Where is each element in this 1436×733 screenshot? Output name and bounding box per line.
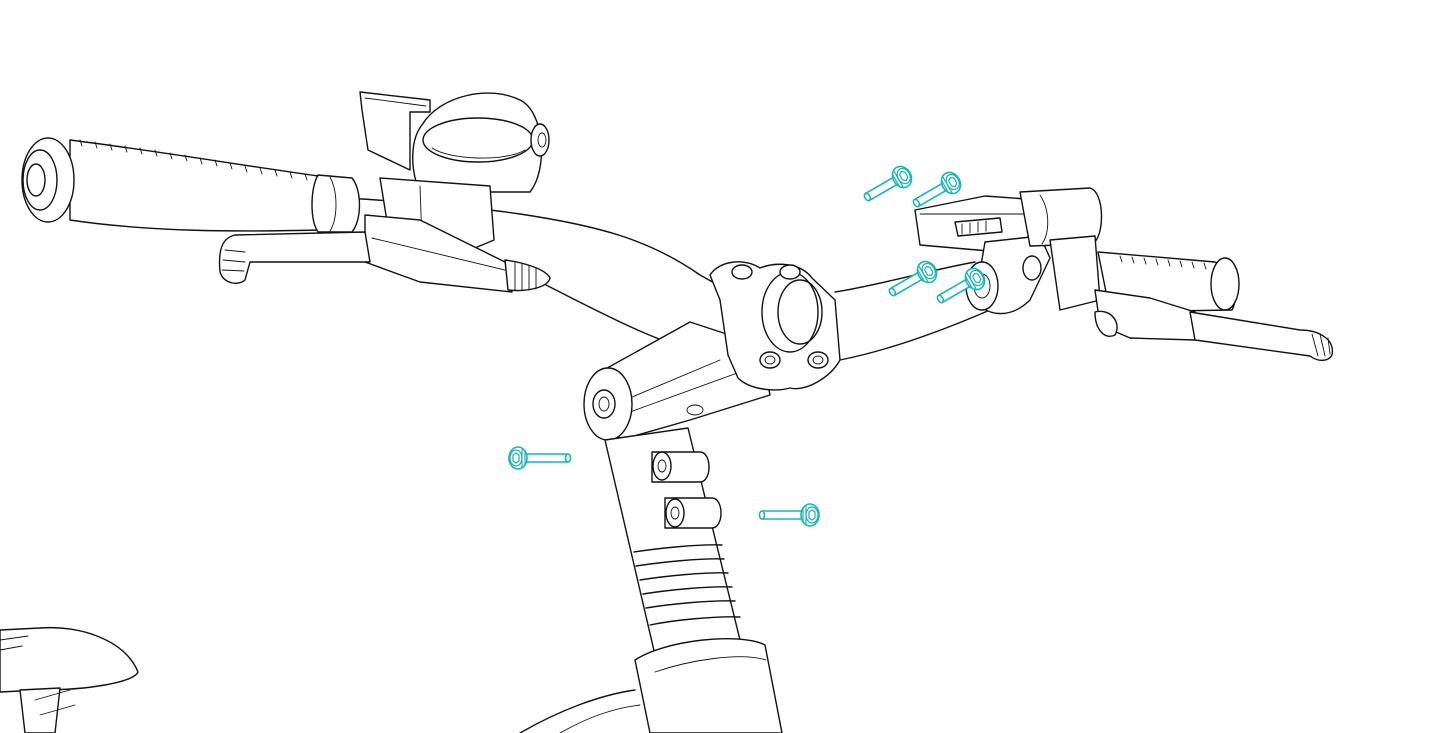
headset-spacers (633, 544, 741, 626)
fastener-bolt-6 (758, 503, 820, 527)
stem-faceplate (709, 261, 841, 391)
left-grip (21, 137, 361, 233)
left-brake-lever (218, 214, 551, 293)
frame-head-tube (519, 637, 783, 733)
steerer-tube (604, 427, 741, 656)
right-brake-lever (1094, 289, 1334, 362)
fastener-bolt-3 (888, 260, 938, 297)
fastener-bolt-1 (863, 165, 913, 202)
display-unit (914, 187, 1103, 315)
fastener-bolt-4 (936, 267, 986, 304)
fastener-bolt-2 (912, 171, 962, 208)
fastener-bolt-5 (508, 446, 572, 470)
fastener-bolts (508, 165, 986, 527)
saddle (0, 626, 139, 733)
